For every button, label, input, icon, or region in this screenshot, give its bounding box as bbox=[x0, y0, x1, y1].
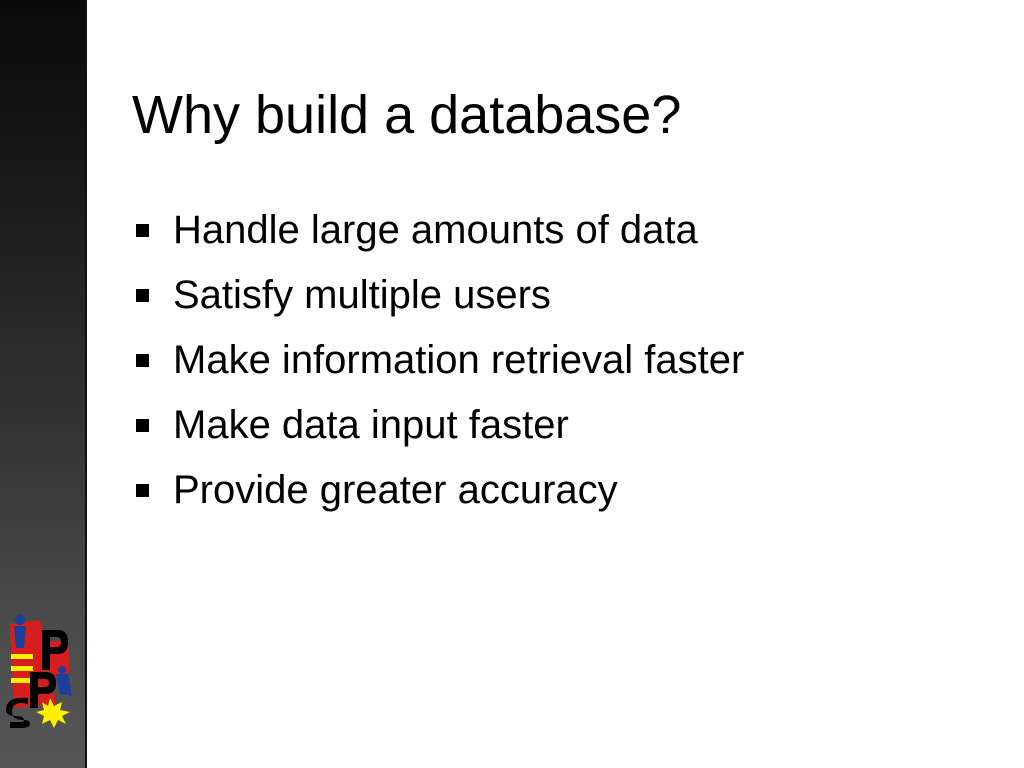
square-bullet-icon bbox=[136, 419, 149, 432]
bullet-text: Handle large amounts of data bbox=[173, 208, 698, 252]
list-item: Satisfy multiple users bbox=[132, 263, 744, 328]
bullet-text: Provide greater accuracy bbox=[173, 468, 618, 512]
list-item: Make information retrieval faster bbox=[132, 328, 744, 393]
list-item: Make data input faster bbox=[132, 393, 744, 458]
square-bullet-icon bbox=[136, 484, 149, 497]
bullet-text: Make data input faster bbox=[173, 403, 569, 447]
list-item: Provide greater accuracy bbox=[132, 458, 744, 523]
bullet-text: Satisfy multiple users bbox=[173, 273, 551, 317]
square-bullet-icon bbox=[136, 289, 149, 302]
bullet-text: Make information retrieval faster bbox=[173, 338, 745, 382]
slide-title: Why build a database? bbox=[132, 85, 682, 145]
pps-logo-icon bbox=[6, 615, 72, 728]
bullet-list: Handle large amounts of data Satisfy mul… bbox=[132, 198, 744, 523]
square-bullet-icon bbox=[136, 224, 149, 237]
list-item: Handle large amounts of data bbox=[132, 198, 744, 263]
side-bar bbox=[0, 0, 87, 768]
square-bullet-icon bbox=[136, 354, 149, 367]
